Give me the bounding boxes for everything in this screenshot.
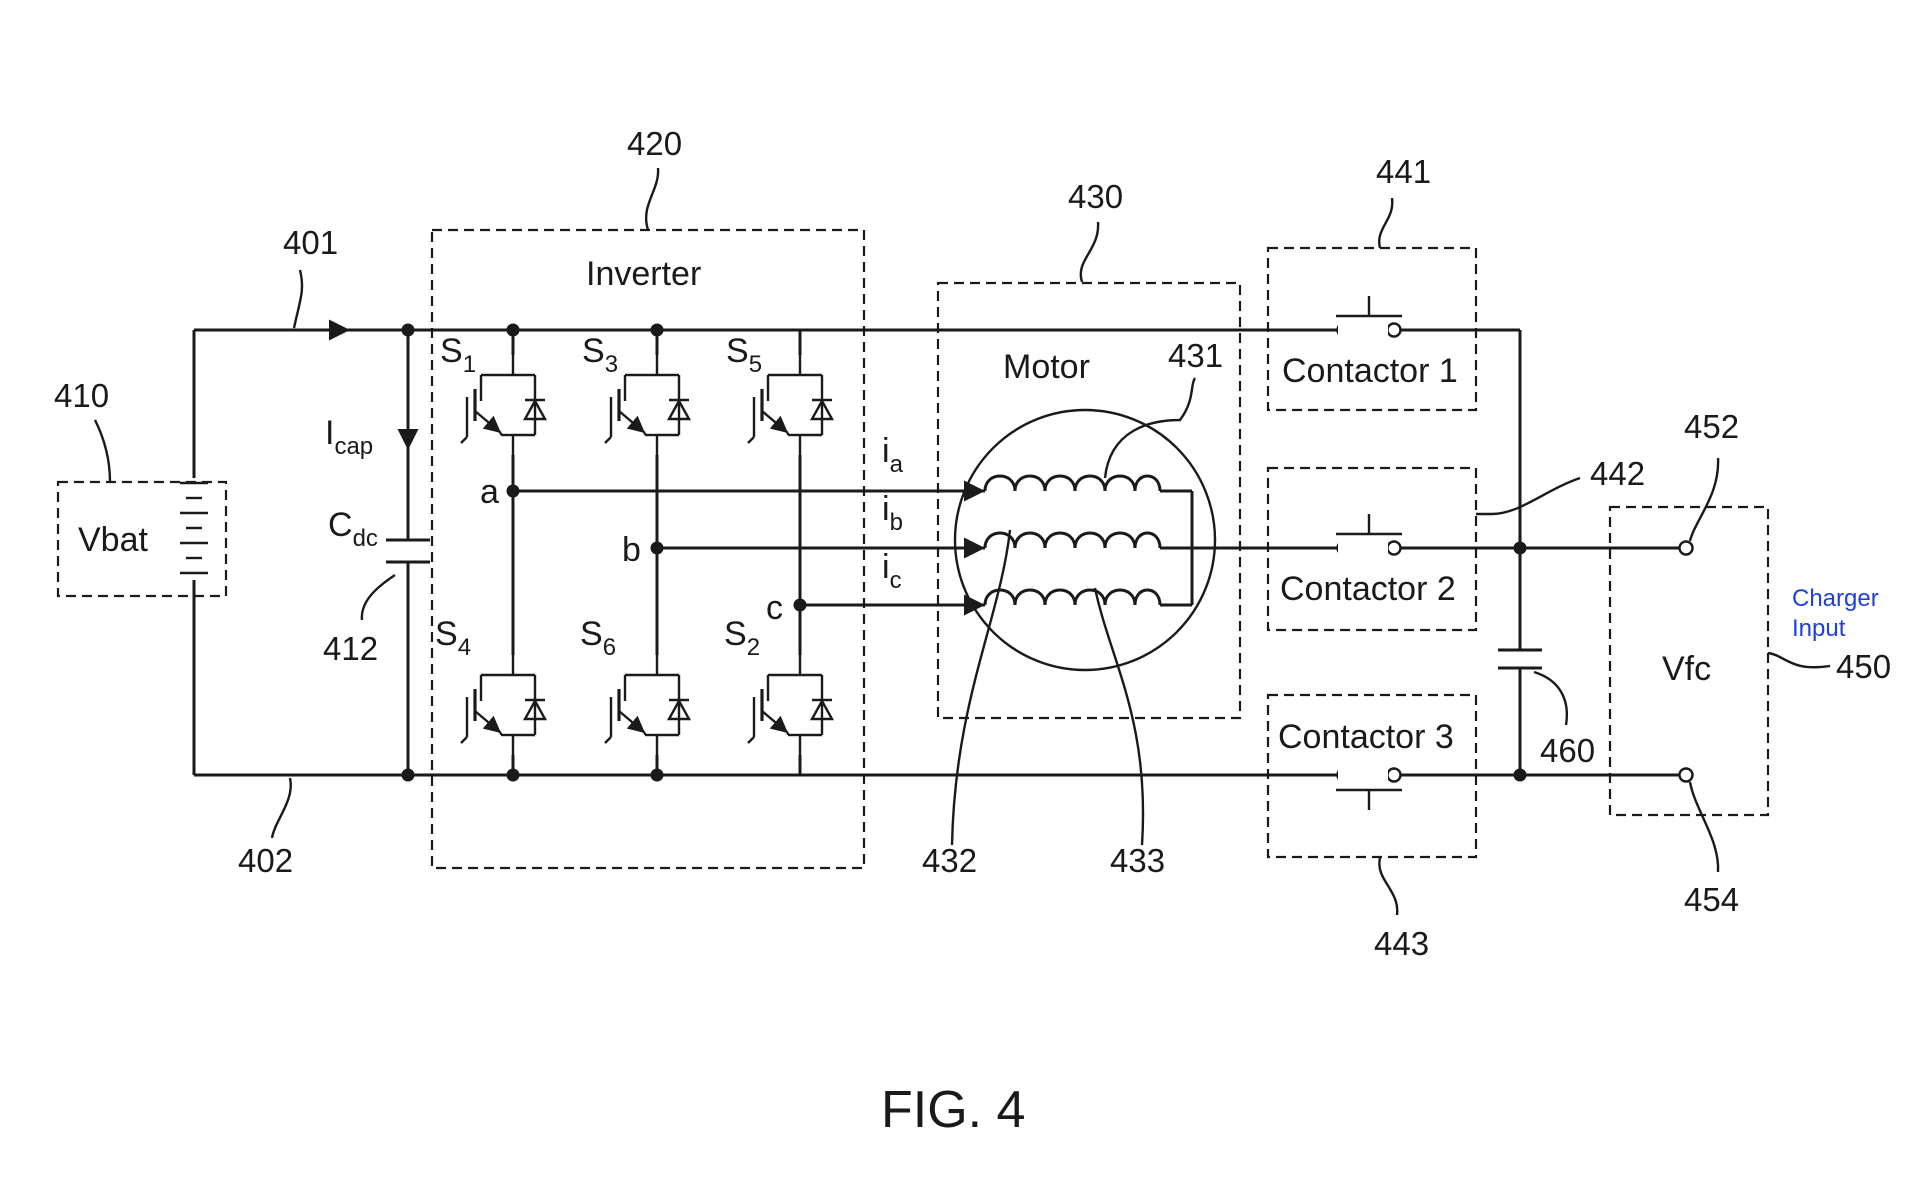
ref-454: 454 <box>1684 881 1739 918</box>
ref-443: 443 <box>1374 925 1429 962</box>
winding-c <box>983 588 1162 606</box>
charger-label-line1: Charger <box>1792 585 1879 612</box>
contactor-1-441: Contactor 1 441 <box>1266 153 1478 412</box>
switch-s2: S2 <box>724 615 832 755</box>
winding-a <box>983 474 1162 492</box>
contactor-2-442: Contactor 2 442 <box>1266 455 1645 632</box>
svg-text:S1: S1 <box>440 332 476 378</box>
ref-412: 412 <box>323 630 378 667</box>
ref-433: 433 <box>1110 842 1165 879</box>
switch-s4: S4 <box>435 615 545 755</box>
switch-s6: S6 <box>580 615 689 755</box>
winding-b <box>983 531 1162 549</box>
battery-410: Vbat 410 <box>54 377 228 598</box>
contactor-3-443: Contactor 3 443 <box>1266 693 1478 962</box>
ref-430: 430 <box>1068 178 1123 215</box>
ref-460: 460 <box>1540 732 1595 769</box>
ref-450: 450 <box>1836 648 1891 685</box>
switch-s3: S3 <box>582 332 689 455</box>
switch-s5: S5 <box>726 332 832 455</box>
vfc-label: Vfc <box>1662 650 1711 688</box>
contactor1-label: Contactor 1 <box>1282 352 1458 390</box>
inverter-420: Inverter 420 S1 S3 S5 S4 S6 S2 a b c <box>430 125 866 870</box>
svg-text:S3: S3 <box>582 332 618 378</box>
figure-caption: FIG. 4 <box>881 1081 1025 1139</box>
svg-text:S6: S6 <box>580 615 616 661</box>
battery-label: Vbat <box>78 521 148 559</box>
ref-452: 452 <box>1684 408 1739 445</box>
svg-text:ia: ia <box>882 432 904 478</box>
svg-text:S2: S2 <box>724 615 760 661</box>
node-c-label: c <box>766 589 783 627</box>
ref-401: 401 <box>283 224 338 261</box>
ref-432: 432 <box>922 842 977 879</box>
phase-currents: ia ib ic <box>882 432 904 594</box>
fuel-cell-450: Vfc Charger Input 450 452 454 <box>1608 408 1891 918</box>
icap-label: Icap <box>325 414 373 460</box>
motor-430: Motor 430 431 432 433 <box>922 178 1242 879</box>
contactor3-label: Contactor 3 <box>1278 718 1454 756</box>
junction-dots <box>401 323 1527 782</box>
ref-402: 402 <box>238 842 293 879</box>
ref-420: 420 <box>627 125 682 162</box>
switch-s1: S1 <box>440 332 545 455</box>
inverter-label: Inverter <box>586 255 701 293</box>
node-b-label: b <box>622 531 641 569</box>
svg-text:ib: ib <box>882 490 903 536</box>
dc-bus-wires <box>192 319 1686 777</box>
svg-text:S5: S5 <box>726 332 762 378</box>
bus-refs: 401 402 <box>238 224 338 879</box>
capacitor-460: 460 <box>1498 648 1595 769</box>
cdc-label: Cdc <box>328 506 378 552</box>
svg-text:ic: ic <box>882 548 902 594</box>
node-a-label: a <box>480 473 499 511</box>
dc-link-capacitor-412: Icap Cdc 412 <box>323 414 430 667</box>
ref-441: 441 <box>1376 153 1431 190</box>
motor-label: Motor <box>1003 348 1090 386</box>
ref-431: 431 <box>1168 337 1223 374</box>
contactor2-label: Contactor 2 <box>1280 570 1456 608</box>
ref-410: 410 <box>54 377 109 414</box>
terminal-454 <box>1678 767 1694 783</box>
charger-label-line2: Input <box>1792 615 1846 642</box>
svg-text:S4: S4 <box>435 615 471 661</box>
terminal-452 <box>1678 540 1694 556</box>
ref-442: 442 <box>1590 455 1645 492</box>
